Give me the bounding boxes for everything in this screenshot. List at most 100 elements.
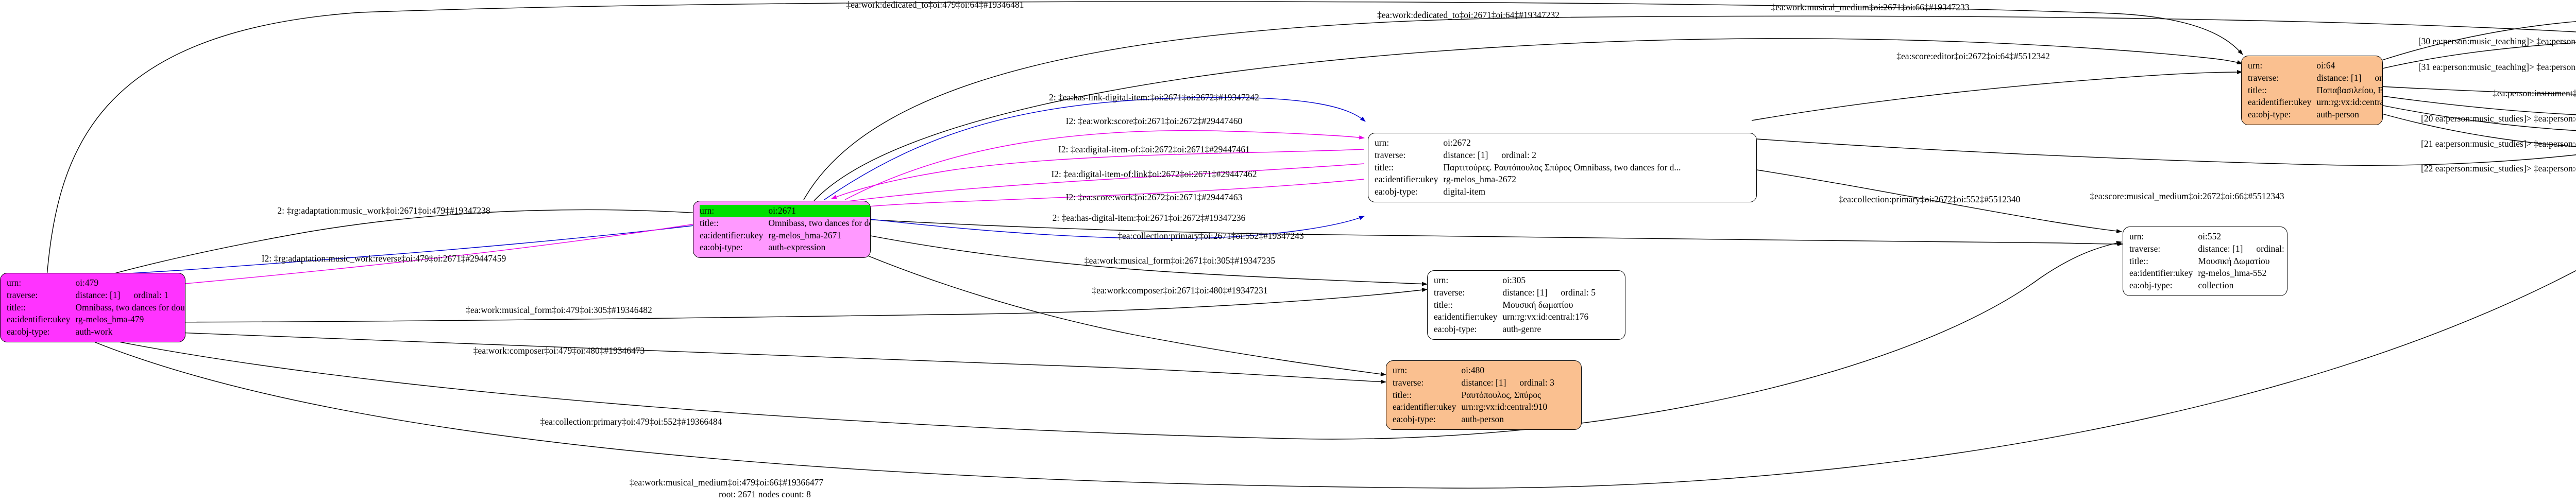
- edge-label-work-composer-2671-480: ‡ea:work:composer‡oi:2671‡oi:480‡#193472…: [1092, 285, 1268, 296]
- node-row-urn: urn: oi:479: [7, 277, 185, 289]
- field-value-title: Omnibass, two dances for double bass qua…: [75, 302, 185, 312]
- field-value-objtype: auth-expression: [768, 242, 826, 253]
- field-label-identifier: ea:identifier:ukey: [7, 314, 71, 325]
- ordinal-value: ordinal: 3: [1519, 377, 1554, 388]
- node-row-urn: urn: oi:480: [1393, 364, 1576, 377]
- field-label-title: title::: [1393, 389, 1412, 400]
- ordinal-value: ordinal: 5: [1561, 287, 1596, 298]
- node-row-urn: urn: oi:305: [1434, 274, 1620, 287]
- field-value-traverse: distance: [1]ordinal: 6: [2198, 243, 2287, 255]
- field-label-urn: urn:: [2248, 60, 2263, 71]
- field-value-objtype: auth-work: [75, 326, 113, 337]
- node-row-objtype: ea:obj-type: auth-expression: [700, 241, 870, 254]
- node-row-traverse: traverse: distance: [1]ordinal: 2: [1375, 149, 1751, 162]
- edge-label-digital-item-of-link: I2: ‡ea:digital-item-of:link‡oi:2672‡oi:…: [1051, 169, 1257, 179]
- field-value-identifier: rg-melos_hma-2672: [1443, 174, 1517, 185]
- edge-label-person-music-teaching-31: [31 ea:person:music_teaching]> ‡ea:perso…: [2418, 62, 2576, 72]
- distance-value: distance: [1]: [2316, 72, 2362, 83]
- node-row-urn: urn: oi:64: [2248, 60, 2382, 72]
- distance-value: distance: [1]: [1502, 287, 1548, 298]
- node-row-identifier: ea:identifier:ukey urn:rg:vx:id:central:…: [1434, 311, 1620, 323]
- field-value-traverse: distance: [1]ordinal: 3: [1461, 377, 1576, 389]
- field-value-objtype: auth-person: [2316, 109, 2360, 120]
- field-value-identifier: rg-melos_hma-479: [75, 314, 144, 325]
- node-row-traverse: traverse: distance: [1]ordinal: 3: [1393, 377, 1576, 389]
- edge-label-adaptation-music-work: 2: ‡rg:adaptation:music_work‡oi:2671‡oi:…: [277, 205, 490, 216]
- node-row-title: title:: Μουσική Δωματίου: [2129, 255, 2287, 268]
- field-value-identifier: urn:rg:vx:id:central:910: [1461, 402, 1548, 412]
- node-row-traverse: traverse: distance: [1]ordinal: 4: [2248, 72, 2382, 84]
- field-label-urn: urn:: [2129, 231, 2144, 241]
- edge-label-work-composer-479-480: ‡ea:work:composer‡oi:479‡oi:480‡#1934647…: [473, 345, 645, 356]
- graph-node-oi480[interactable]: urn: oi:480 traverse: distance: [1]ordin…: [1386, 360, 1582, 430]
- edge-label-person-instrument: ‡ea:person:instrument‡oi:64‡oi:66‡#27166…: [2493, 88, 2576, 98]
- graph-node-oi479[interactable]: urn: oi:479 traverse: distance: [1]ordin…: [0, 273, 185, 342]
- field-value-objtype: digital-item: [1443, 186, 1486, 197]
- field-label-objtype: ea:obj-type:: [7, 326, 50, 337]
- field-label-traverse: traverse:: [1375, 149, 1406, 160]
- field-label-urn: urn:: [1375, 137, 1389, 148]
- node-row-objtype: ea:obj-type: digital-item: [1375, 186, 1751, 198]
- field-value-urn: oi:479: [75, 277, 99, 288]
- field-label-title: title::: [2248, 84, 2267, 95]
- graph-node-oi64[interactable]: urn: oi:64 traverse: distance: [1]ordina…: [2241, 56, 2383, 125]
- field-value-urn: oi:305: [1502, 275, 1526, 285]
- node-row-traverse: traverse: distance: [1]ordinal: 1: [7, 289, 185, 302]
- edge-label-score-editor: ‡ea:score:editor‡oi:2672‡oi:64‡#5512342: [1896, 51, 2050, 61]
- edge-label-work-musical-form-2671-305: ‡ea:work:musical_form‡oi:2671‡oi:305‡#19…: [1084, 255, 1276, 266]
- field-value-urn: oi:480: [1461, 365, 1485, 375]
- field-value-identifier: rg-melos_hma-552: [2198, 268, 2267, 279]
- graph-node-oi2672[interactable]: urn: oi:2672 traverse: distance: [1]ordi…: [1368, 133, 1757, 202]
- edge-label-score-musical-medium: ‡ea:score:musical_medium‡oi:2672‡oi:66‡#…: [2090, 191, 2284, 201]
- edge-label-work-dedicated-to-479-64: ‡ea:work:dedicated_to‡oi:479‡oi:64‡#1934…: [846, 0, 1024, 10]
- node-row-objtype: ea:obj-type: auth-work: [7, 326, 185, 338]
- field-label-urn: urn:: [1393, 365, 1408, 375]
- field-value-objtype: auth-genre: [1502, 324, 1541, 335]
- field-value-title: Omnibass, two dances for double bass qua…: [768, 217, 870, 228]
- edge-label-person-music-studies-20: [20 ea:person:music_studies]> ‡ea:person…: [2421, 113, 2576, 124]
- node-row-traverse: traverse: distance: [1]ordinal: 6: [2129, 243, 2287, 255]
- field-label-title: title::: [1375, 162, 1394, 172]
- ordinal-value: ordinal: 4: [2375, 72, 2382, 83]
- distance-value: distance: [1]: [2198, 243, 2243, 254]
- edge-label-collection-primary-2672-552: ‡ea:collection:primary‡oi:2672‡oi:552‡#5…: [1838, 194, 2021, 204]
- field-label-objtype: ea:obj-type:: [1393, 414, 1436, 425]
- edge-label-has-link-digital-item: 2: ‡ea:has-link-digital-item:‡oi:2671‡oi…: [1049, 92, 1259, 102]
- node-row-objtype: ea:obj-type: auth-person: [1393, 413, 1576, 426]
- edge-label-adaptation-music-work-reverse: I2: ‡rg:adaptation:music_work:reverse‡oi…: [261, 253, 506, 264]
- node-row-identifier: ea:identifier:ukey rg-melos_hma-2671: [700, 230, 870, 242]
- field-value-urn: oi:2672: [1443, 137, 1471, 148]
- node-row-urn-highlighted: urn: oi:2671: [700, 205, 870, 217]
- field-label-title: title::: [1434, 299, 1453, 310]
- field-value-urn: oi:2671: [768, 205, 870, 217]
- edge-label-has-digital-item: 2: ‡ea:has-digital-item:‡oi:2671‡oi:2672…: [1052, 213, 1246, 223]
- graph-node-oi552[interactable]: urn: oi:552 traverse: distance: [1]ordin…: [2123, 227, 2287, 296]
- node-row-identifier: ea:identifier:ukey rg-melos_hma-2672: [1375, 173, 1751, 186]
- edge-label-work-score: I2: ‡ea:work:score‡oi:2671‡oi:2672‡#2944…: [1065, 116, 1243, 126]
- distance-value: distance: [1]: [1443, 149, 1488, 160]
- field-label-identifier: ea:identifier:ukey: [2248, 97, 2312, 108]
- node-row-title: title:: Omnibass, two dances for double …: [700, 217, 870, 230]
- field-value-title: Μουσική Δωματίου: [2198, 255, 2270, 266]
- field-label-traverse: traverse:: [1434, 287, 1465, 298]
- field-label-traverse: traverse:: [2129, 243, 2161, 254]
- node-row-identifier: ea:identifier:ukey urn:rg:vx:id:central:…: [2248, 96, 2382, 109]
- graph-node-oi2671[interactable]: urn: oi:2671 title:: Omnibass, two dance…: [693, 201, 871, 258]
- field-label-objtype: ea:obj-type:: [2129, 280, 2173, 291]
- node-row-title: title:: Παρτιτούρες. Ραυτόπουλος Σπύρος …: [1375, 162, 1751, 174]
- field-label-identifier: ea:identifier:ukey: [700, 230, 764, 240]
- field-label-identifier: ea:identifier:ukey: [1434, 311, 1498, 322]
- graph-node-oi305[interactable]: urn: oi:305 traverse: distance: [1] ordin…: [1427, 270, 1625, 340]
- node-row-traverse: traverse: distance: [1] ordinal: 5: [1434, 287, 1620, 299]
- edge-label-digital-item-of: I2: ‡ea:digital-item-of:‡oi:2672‡oi:2671…: [1058, 144, 1250, 154]
- field-value-title: Μουσική δωματίου: [1502, 299, 1573, 310]
- field-label-urn: urn:: [700, 205, 769, 217]
- field-value-identifier: urn:rg:vx:id:central:176: [1502, 311, 1589, 322]
- field-label-identifier: ea:identifier:ukey: [2129, 268, 2193, 279]
- distance-value: distance: [1]: [75, 289, 121, 300]
- field-label-objtype: ea:obj-type:: [700, 242, 743, 253]
- field-value-title: Ραυτόπουλος, Σπύρος: [1461, 389, 1541, 400]
- field-value-traverse: distance: [1] ordinal: 5: [1502, 287, 1620, 299]
- node-row-objtype: ea:obj-type: auth-genre: [1434, 323, 1620, 336]
